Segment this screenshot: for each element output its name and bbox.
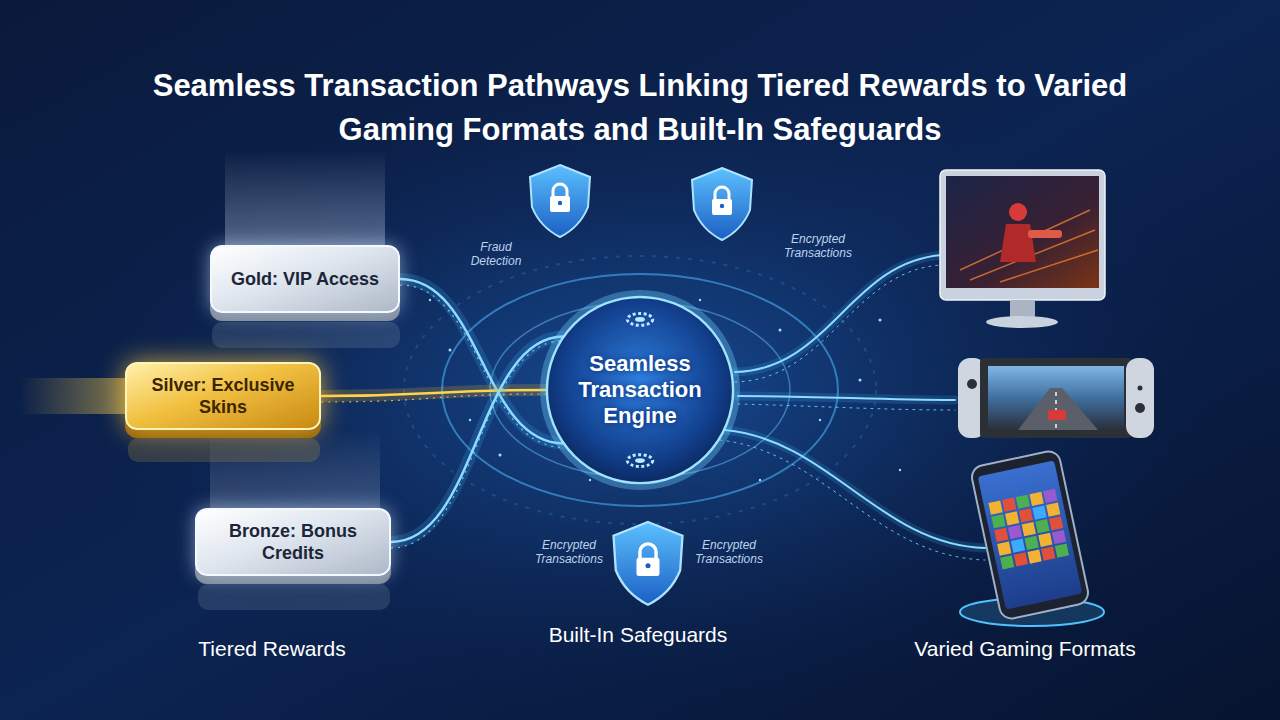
engine-halo [543, 293, 737, 487]
shield-icon [692, 168, 752, 240]
phone-device [970, 449, 1090, 620]
reward-tier-box: Bronze: Bonus Credits [195, 508, 391, 576]
shield-icon [530, 165, 590, 237]
node-text: Bronze: Bonus Credits [213, 520, 373, 564]
section-label: Tiered Rewards [140, 636, 404, 662]
gear-icon [627, 455, 652, 467]
reward-tier-box: Gold: VIP Access [210, 245, 400, 313]
gear-icon [627, 314, 652, 326]
safeguard-label: Encrypted Transactions [530, 538, 608, 566]
safeguard-label: Encrypted Transactions [768, 232, 868, 260]
node-text: Silver: Exclusive Skins [143, 374, 303, 418]
safeguard-label: Fraud Detection [460, 240, 532, 268]
connector-line [321, 390, 547, 396]
connector-glow [321, 390, 547, 396]
connector-line [391, 337, 564, 542]
section-label: Varied Gaming Formats [870, 636, 1180, 662]
node-text: Gold: VIP Access [231, 268, 379, 290]
diagram-title: Seamless Transaction Pathways Linking Ti… [110, 64, 1170, 152]
engine-circle: Seamless Transaction Engine [542, 292, 738, 488]
connector-particles [391, 341, 564, 548]
engine-outline [547, 297, 733, 483]
section-label: Built-In Safeguards [508, 622, 768, 648]
node-text: Seamless Transaction Engine [565, 351, 715, 429]
reward-tier-box: Silver: Exclusive Skins [125, 362, 321, 430]
safeguard-label: Encrypted Transactions [690, 538, 768, 566]
handheld-console [958, 358, 1154, 438]
connector-glow [391, 337, 564, 542]
connector-particles [321, 394, 547, 402]
device-streams [720, 255, 985, 560]
shield-icon [614, 522, 683, 605]
data-stream-connector [321, 390, 547, 402]
monitor-device [940, 170, 1105, 328]
data-stream-connector [391, 337, 564, 548]
